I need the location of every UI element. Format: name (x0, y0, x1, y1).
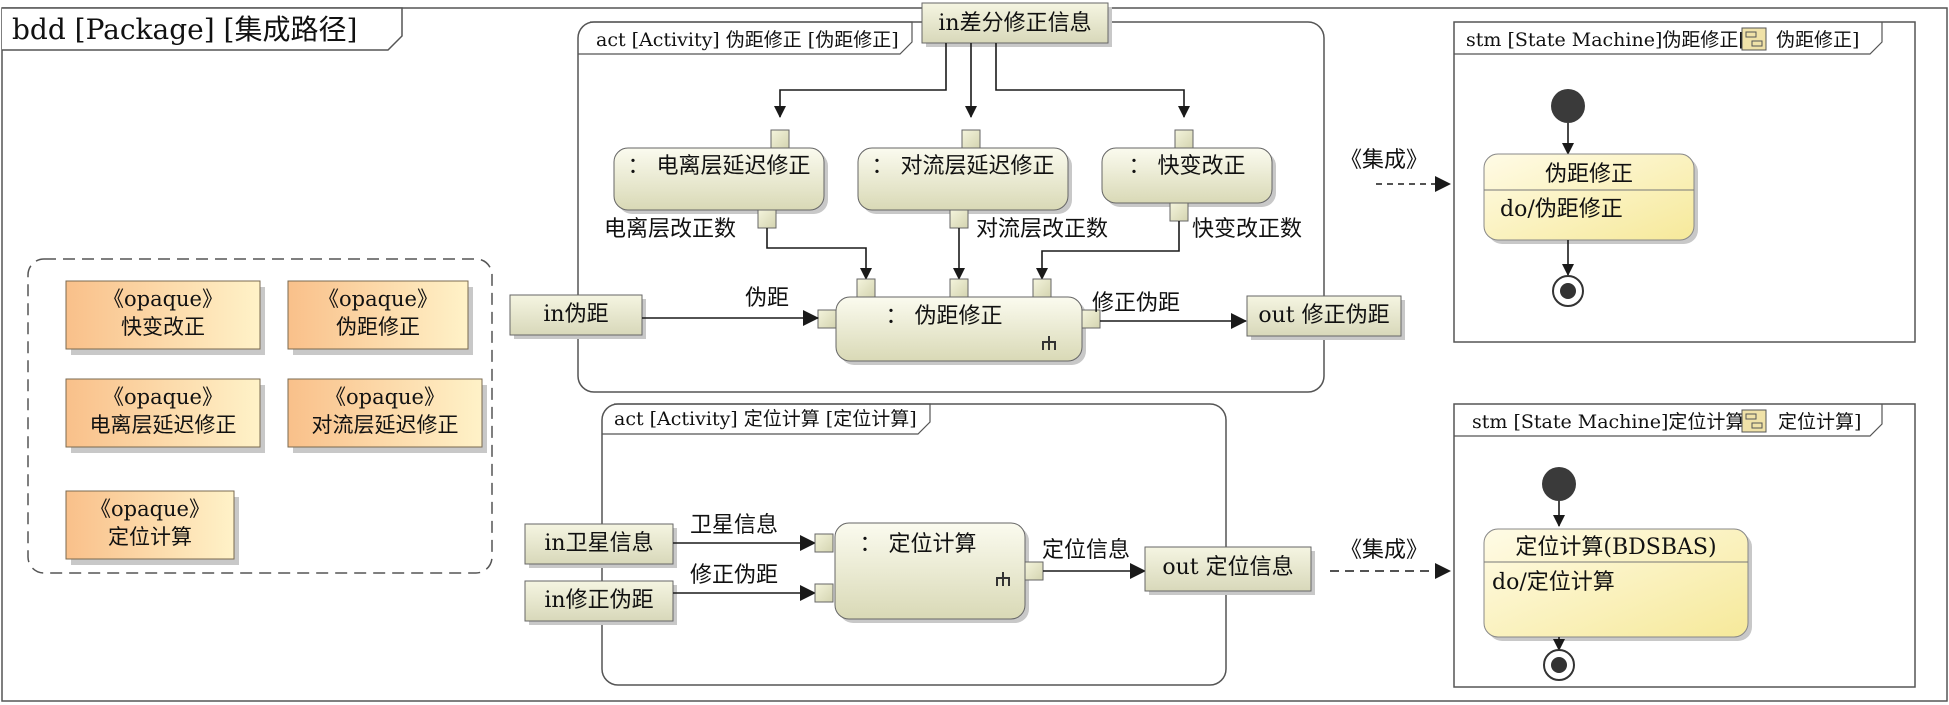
opaque-block-pseudorange-correction[interactable]: 《opaque》 伪距修正 (287, 280, 473, 355)
input-pseudorange-label: in伪距 (543, 302, 608, 327)
state-machine-icon (1741, 27, 1767, 51)
action-ionosphere[interactable] (613, 147, 825, 211)
label-satellite: 卫星信息 (690, 513, 778, 538)
stm-pseudorange-title-suffix: 伪距修正] (1776, 29, 1859, 51)
integration-label-bottom: 《集成》 (1340, 538, 1428, 563)
state-pseudorange-name: 伪距修正 (1545, 162, 1633, 187)
opaque-stereotype: 《opaque》 (325, 385, 445, 409)
action-main-label: ： 伪距修正 (886, 304, 1003, 329)
pin-position-in-2 (814, 583, 834, 603)
package-frame-tab (2, 7, 403, 51)
stm-position-tab (1454, 404, 1883, 437)
activity-position-title: act [Activity] 定位计算 [定位计算] (614, 408, 917, 430)
final-state-core (1551, 657, 1567, 673)
output-corrected-pseudorange[interactable] (1246, 295, 1402, 337)
stm-pseudorange-tab (1454, 22, 1883, 55)
pin-position-out (1024, 561, 1044, 581)
pin-troposphere-out (949, 209, 969, 229)
state-positioning-do: do/定位计算 (1492, 570, 1615, 595)
activity-pseudorange-tab (578, 21, 913, 55)
initial-state (1551, 89, 1585, 123)
pin-main-top-2 (949, 278, 969, 298)
action-fast-label: ： 快变改正 (1129, 154, 1246, 179)
pin-ionosphere-in (770, 129, 790, 149)
input-diff-correction[interactable] (921, 2, 1109, 44)
opaque-name: 快变改正 (121, 315, 205, 339)
output-position[interactable] (1144, 546, 1312, 592)
pin-main-in (817, 309, 837, 329)
input-corrected-label: in修正伪距 (544, 588, 653, 613)
rake-icon (1042, 336, 1056, 350)
pin-main-top-1 (856, 278, 876, 298)
opaque-group (27, 258, 493, 574)
pin-fast-out (1169, 202, 1189, 222)
label-pseudorange: 伪距 (745, 286, 789, 311)
output-position-label: out 定位信息 (1162, 555, 1293, 580)
opaque-name: 定位计算 (108, 525, 192, 549)
activity-pseudorange-title: act [Activity] 伪距修正 [伪距修正] (596, 29, 899, 51)
integration-label-top: 《集成》 (1340, 148, 1428, 173)
stm-pseudorange-frame (1453, 21, 1916, 343)
label-tropo-out: 对流层改正数 (976, 217, 1108, 242)
flow-iono-to-main (766, 228, 872, 280)
pin-troposphere-in (961, 129, 981, 149)
opaque-block-ionosphere-correction[interactable]: 《opaque》 电离层延迟修正 (65, 378, 265, 453)
input-diff-label: in差分修正信息 (938, 11, 1091, 36)
package-title: bdd [Package] [集成路径] (12, 13, 357, 46)
opaque-stereotype: 《opaque》 (90, 497, 210, 521)
stm-position-frame (1453, 403, 1916, 688)
opaque-name: 对流层延迟修正 (312, 413, 459, 437)
action-ionosphere-label: ： 电离层延迟修正 (628, 154, 811, 179)
input-satellite-label: in卫星信息 (544, 531, 653, 556)
action-troposphere-label: ： 对流层延迟修正 (872, 154, 1055, 179)
initial-state (1542, 467, 1576, 501)
stm-position-title-prefix: stm [State Machine]定位计算[ (1472, 411, 1752, 433)
final-state-core (1560, 283, 1576, 299)
input-pseudorange[interactable] (509, 294, 643, 336)
opaque-stereotype: 《opaque》 (103, 385, 223, 409)
pin-ionosphere-out (757, 209, 777, 229)
flow-diff-to-iono (774, 43, 947, 118)
opaque-name: 电离层延迟修正 (90, 413, 237, 437)
flow-fast-to-main (1036, 221, 1180, 280)
opaque-block-troposphere-correction[interactable]: 《opaque》 对流层延迟修正 (287, 378, 487, 453)
pin-main-out (1081, 309, 1101, 329)
state-positioning-name: 定位计算(BDSBAS) (1515, 535, 1716, 560)
flow-diff-to-fast (995, 43, 1190, 118)
state-machine-icon (1741, 409, 1767, 433)
opaque-block-fast-correction[interactable]: 《opaque》 快变改正 (65, 280, 265, 355)
activity-position-tab (602, 403, 931, 435)
rake-icon (996, 572, 1010, 586)
state-positioning[interactable] (1483, 528, 1749, 638)
label-position: 定位信息 (1042, 538, 1130, 563)
state-pseudorange[interactable] (1483, 153, 1695, 241)
label-corrected: 修正伪距 (1092, 291, 1180, 316)
label-corrected-in: 修正伪距 (690, 563, 778, 588)
output-corrected-label: out 修正伪距 (1258, 303, 1389, 328)
stm-position-title-suffix: 定位计算] (1778, 411, 1861, 433)
pin-fast-in (1174, 129, 1194, 149)
input-corrected-pseudorange[interactable] (524, 580, 674, 622)
label-iono-out: 电离层改正数 (604, 217, 736, 242)
stm-pseudorange-title-prefix: stm [State Machine]伪距修正[ (1466, 29, 1746, 51)
input-satellite[interactable] (524, 523, 674, 565)
opaque-stereotype: 《opaque》 (318, 287, 438, 311)
opaque-block-positioning[interactable]: 《opaque》 定位计算 (65, 490, 239, 565)
label-fast-out: 快变改正数 (1192, 217, 1302, 242)
pin-main-top-3 (1032, 278, 1052, 298)
action-positioning-label: ： 定位计算 (860, 532, 977, 557)
opaque-stereotype: 《opaque》 (103, 287, 223, 311)
state-pseudorange-do: do/伪距修正 (1500, 197, 1623, 222)
pin-position-in-1 (814, 533, 834, 553)
opaque-name: 伪距修正 (336, 315, 420, 339)
